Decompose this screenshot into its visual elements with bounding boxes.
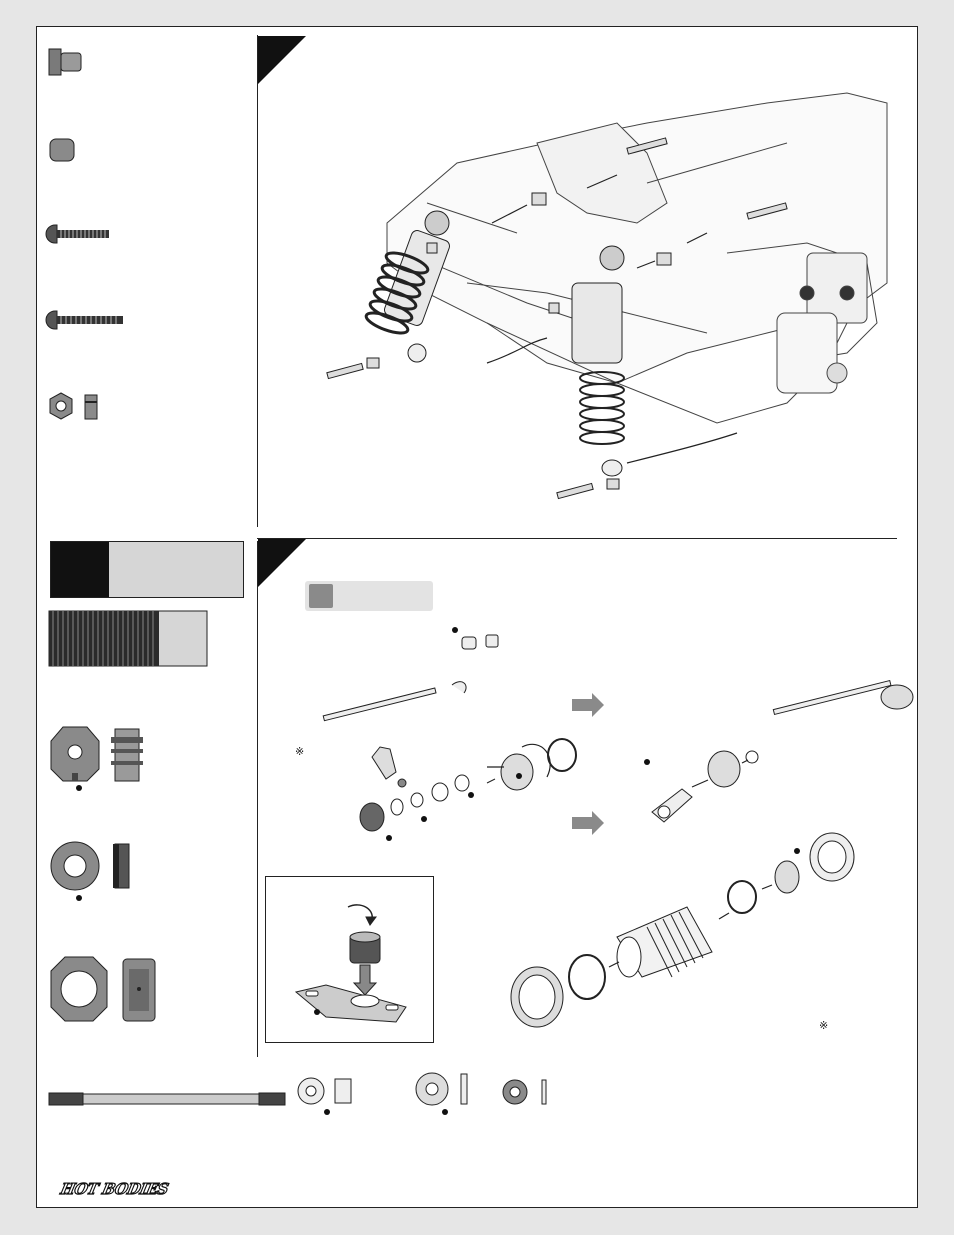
reference-mark: ※ bbox=[819, 1020, 829, 1032]
ref-dot bbox=[76, 785, 82, 791]
column-divider-bottom bbox=[257, 541, 258, 1057]
ball-stud-icon bbox=[48, 48, 82, 76]
ref-dot bbox=[76, 895, 82, 901]
piston-icon bbox=[50, 841, 130, 891]
right-shock bbox=[571, 245, 625, 477]
inset-box bbox=[265, 876, 434, 1043]
ball-icon bbox=[49, 138, 75, 162]
shock-body-tool-illustration bbox=[294, 904, 407, 1023]
shaft-spacer-icon bbox=[415, 1072, 468, 1106]
shock-collar-icon bbox=[50, 956, 156, 1022]
note-pill-square bbox=[309, 584, 333, 608]
shock-shaft-thread-icon bbox=[48, 610, 208, 667]
shock-assembly-illustration bbox=[326, 92, 888, 500]
ref-dot bbox=[794, 848, 800, 854]
section-divider bbox=[257, 538, 897, 539]
brand-logo: HOT BODIES bbox=[58, 1179, 170, 1198]
shock-body-exploded-illustration bbox=[510, 832, 855, 1028]
button-screw-short-icon bbox=[45, 224, 109, 244]
ref-dot bbox=[452, 627, 458, 633]
ref-dot bbox=[314, 1009, 320, 1015]
section-header-black-block bbox=[51, 542, 109, 597]
ref-dot bbox=[421, 816, 427, 822]
lock-nut-icon bbox=[49, 392, 98, 420]
section-header-box bbox=[50, 541, 244, 598]
column-divider-top bbox=[257, 35, 258, 527]
ref-dot bbox=[442, 1109, 448, 1115]
step-marker-2 bbox=[258, 539, 306, 587]
shock-cap-icon bbox=[50, 726, 143, 782]
button-screw-long-icon bbox=[45, 310, 123, 330]
ref-dot bbox=[324, 1109, 330, 1115]
ref-dot bbox=[386, 835, 392, 841]
left-shock bbox=[364, 210, 450, 363]
reference-mark: ※ bbox=[295, 746, 305, 758]
step-marker-1 bbox=[258, 36, 306, 84]
shock-shaft-icon bbox=[48, 1092, 286, 1106]
ref-dot bbox=[468, 792, 474, 798]
shaft-o-ring-icon bbox=[502, 1079, 547, 1105]
ref-dot bbox=[644, 759, 650, 765]
shock-rebuild-illustration bbox=[322, 634, 914, 835]
note-pill bbox=[305, 581, 433, 611]
shaft-washer-icon bbox=[297, 1077, 352, 1105]
manual-page: ※ ※ bbox=[36, 26, 918, 1208]
ref-dot bbox=[516, 773, 522, 779]
